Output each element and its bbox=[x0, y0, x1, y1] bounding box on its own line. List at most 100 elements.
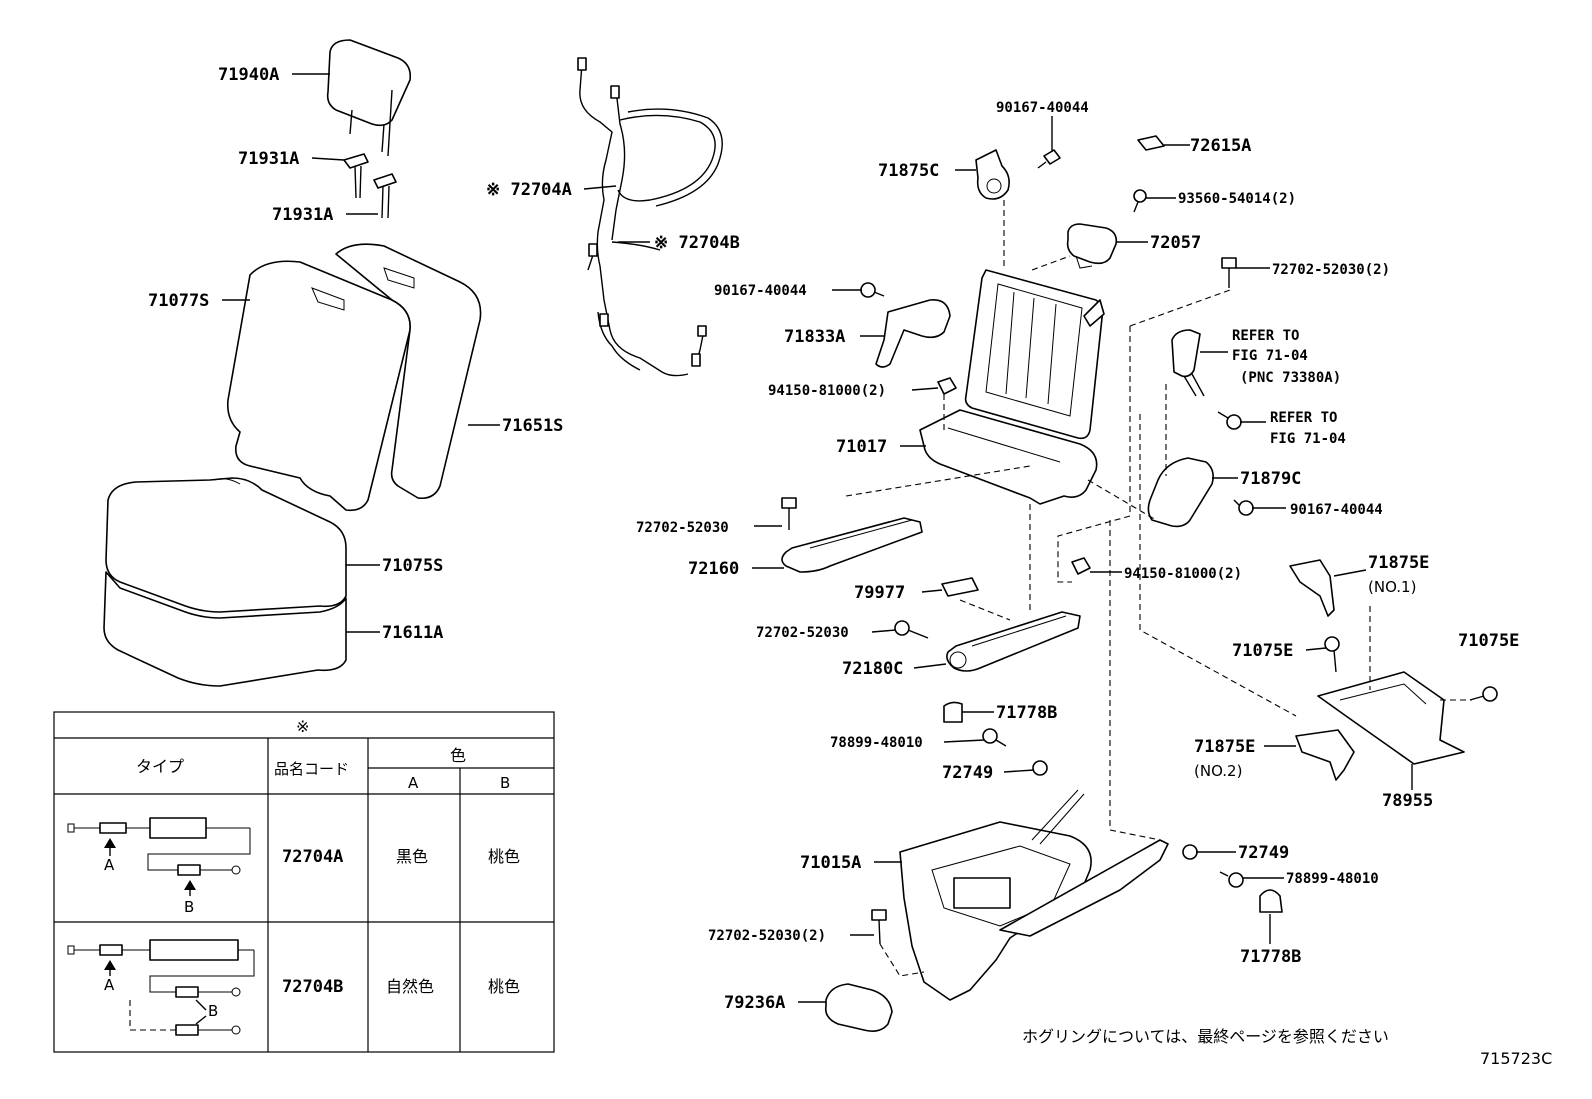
nut-94150-81000-a bbox=[937, 377, 957, 395]
table-row1-color-b: 桃色 bbox=[488, 847, 520, 866]
bolt-78899-48010-b bbox=[1219, 871, 1244, 888]
nut-72749-a bbox=[1032, 760, 1048, 776]
bolt-90167-40044-c bbox=[1233, 499, 1254, 516]
leader-lines bbox=[222, 73, 1413, 1003]
table-header-type: タイプ bbox=[136, 757, 184, 776]
label-refer1-l1: REFER TO bbox=[1232, 328, 1299, 344]
label-72702-4: 72702-52030(2) bbox=[708, 928, 826, 944]
label-78899-2: 78899-48010 bbox=[1286, 871, 1379, 887]
label-94150-1: 94150-81000(2) bbox=[768, 383, 886, 399]
label-72702-1: 72702-52030(2) bbox=[1272, 262, 1390, 278]
label-72704B: ※ 72704B bbox=[654, 233, 740, 253]
label-79977 bbox=[941, 577, 979, 597]
table-row2-code: 72704B bbox=[282, 977, 343, 997]
label-72704A: ※ 72704A bbox=[486, 180, 572, 200]
screw-93560 bbox=[1133, 189, 1147, 213]
cable-mark-b-2: B bbox=[208, 1002, 218, 1020]
label-94150-2: 94150-81000(2) bbox=[1124, 566, 1242, 582]
cover-71879C bbox=[1147, 457, 1214, 528]
label-79236A: 79236A bbox=[724, 993, 785, 1013]
label-71015A: 71015A bbox=[800, 853, 861, 873]
label-72702-2: 72702-52030 bbox=[636, 520, 729, 536]
headrest-guide-71931A bbox=[343, 153, 397, 219]
nut-94150-81000-b bbox=[1071, 557, 1091, 575]
seat-cushion-cover-71075S bbox=[105, 477, 347, 613]
seatback-pad-71651S bbox=[335, 243, 482, 500]
bolt-72702-52030-a bbox=[1221, 257, 1237, 288]
table-row1-code: 72704A bbox=[282, 847, 343, 867]
table-header-color: 色 bbox=[450, 746, 466, 765]
figure-id: 715723C bbox=[1480, 1049, 1552, 1068]
label-78899-1: 78899-48010 bbox=[830, 735, 923, 751]
release-cable-72704 bbox=[577, 57, 723, 377]
cable-mark-b-1: B bbox=[184, 898, 194, 916]
table-header-code: 品名コード bbox=[274, 760, 349, 778]
label-72615A: 72615A bbox=[1190, 136, 1251, 156]
cable-sketch-72704A: A B bbox=[67, 817, 251, 916]
cable-mark-a-2: A bbox=[104, 976, 115, 994]
label-71075E-1: 71075E bbox=[1232, 641, 1293, 661]
table-row2-color-a: 自然色 bbox=[386, 977, 434, 996]
label-refer2-l1: REFER TO bbox=[1270, 410, 1337, 426]
bracket-71833A bbox=[875, 299, 951, 368]
label-71611A: 71611A bbox=[382, 623, 443, 643]
clip-71075E-a bbox=[1324, 636, 1340, 673]
table-row2-color-b: 桃色 bbox=[488, 977, 520, 996]
label-72160: 72160 bbox=[688, 559, 739, 579]
label-90167-40044-1: 90167-40044 bbox=[996, 100, 1089, 116]
label-refer1-l3: (PNC 73380A) bbox=[1240, 370, 1341, 386]
table-title: ※ bbox=[296, 717, 309, 736]
label-72057: 72057 bbox=[1150, 233, 1201, 253]
cap-71778B-b bbox=[1259, 889, 1283, 913]
cable-sketch-72704B: A B bbox=[67, 939, 255, 1036]
table-header-b: B bbox=[500, 774, 510, 792]
seatback-frame-71017 bbox=[919, 269, 1105, 505]
table-row1-color-a: 黒色 bbox=[396, 847, 428, 866]
label-72702-3: 72702-52030 bbox=[756, 625, 849, 641]
legend-table: ※ タイプ 品名コード 色 A B A B 72704A 黒色 桃色 bbox=[53, 711, 555, 1053]
hinge-cover-71875C bbox=[975, 149, 1010, 200]
nut-72749-b bbox=[1182, 844, 1198, 860]
label-71875E-1: 71875E bbox=[1368, 553, 1429, 573]
bracket-78955 bbox=[1317, 671, 1465, 765]
label-71879C: 71879C bbox=[1240, 469, 1301, 489]
clip-71075E-b bbox=[1469, 686, 1498, 702]
label-71651S: 71651S bbox=[502, 416, 563, 436]
pad-72615A bbox=[1137, 135, 1165, 151]
lock-72057 bbox=[1066, 223, 1118, 269]
bolt-72702-52030-d bbox=[871, 909, 887, 945]
label-no2: (NO.2) bbox=[1194, 762, 1242, 780]
label-71940A: 71940A bbox=[218, 65, 279, 85]
seat-frame-71015A bbox=[899, 789, 1169, 1001]
seatbelt-buckle bbox=[1171, 329, 1205, 397]
label-72180C: 72180C bbox=[842, 659, 903, 679]
table-header-a: A bbox=[408, 774, 419, 792]
cap-71778B-a bbox=[943, 701, 963, 723]
part-labels: 71940A 71931A 71931A 71077S 71651S 71075… bbox=[148, 65, 1552, 1068]
cover-79236A bbox=[824, 983, 893, 1032]
label-72749-1: 72749 bbox=[942, 763, 993, 783]
label-refer1-l2: FIG 71-04 bbox=[1232, 348, 1308, 364]
label-71778B-2: 71778B bbox=[1240, 947, 1301, 967]
label-71833A: 71833A bbox=[784, 327, 845, 347]
bolt-78899-48010-a bbox=[982, 728, 1007, 747]
bolt-90167-40044-a bbox=[1037, 149, 1061, 169]
bolt-refer-fig bbox=[1217, 411, 1242, 430]
bracket-71875E-no1 bbox=[1289, 559, 1335, 617]
label-93560: 93560-54014(2) bbox=[1178, 191, 1296, 207]
label-72749-2: 72749 bbox=[1238, 843, 1289, 863]
label-71875C: 71875C bbox=[878, 161, 939, 181]
label-71931A-2: 71931A bbox=[272, 205, 333, 225]
label-79977: 79977 bbox=[854, 583, 905, 603]
label-71017: 71017 bbox=[836, 437, 887, 457]
label-78955: 78955 bbox=[1382, 791, 1433, 811]
headrest-71940A bbox=[326, 39, 412, 157]
assembly-lines bbox=[845, 200, 1472, 977]
label-71075S: 71075S bbox=[382, 556, 443, 576]
label-90167-40044-3: 90167-40044 bbox=[1290, 502, 1383, 518]
cable-mark-a-1: A bbox=[104, 856, 115, 874]
label-90167-40044-2: 90167-40044 bbox=[714, 283, 807, 299]
label-no1: (NO.1) bbox=[1368, 578, 1416, 596]
seat-track-72160 bbox=[781, 497, 923, 573]
